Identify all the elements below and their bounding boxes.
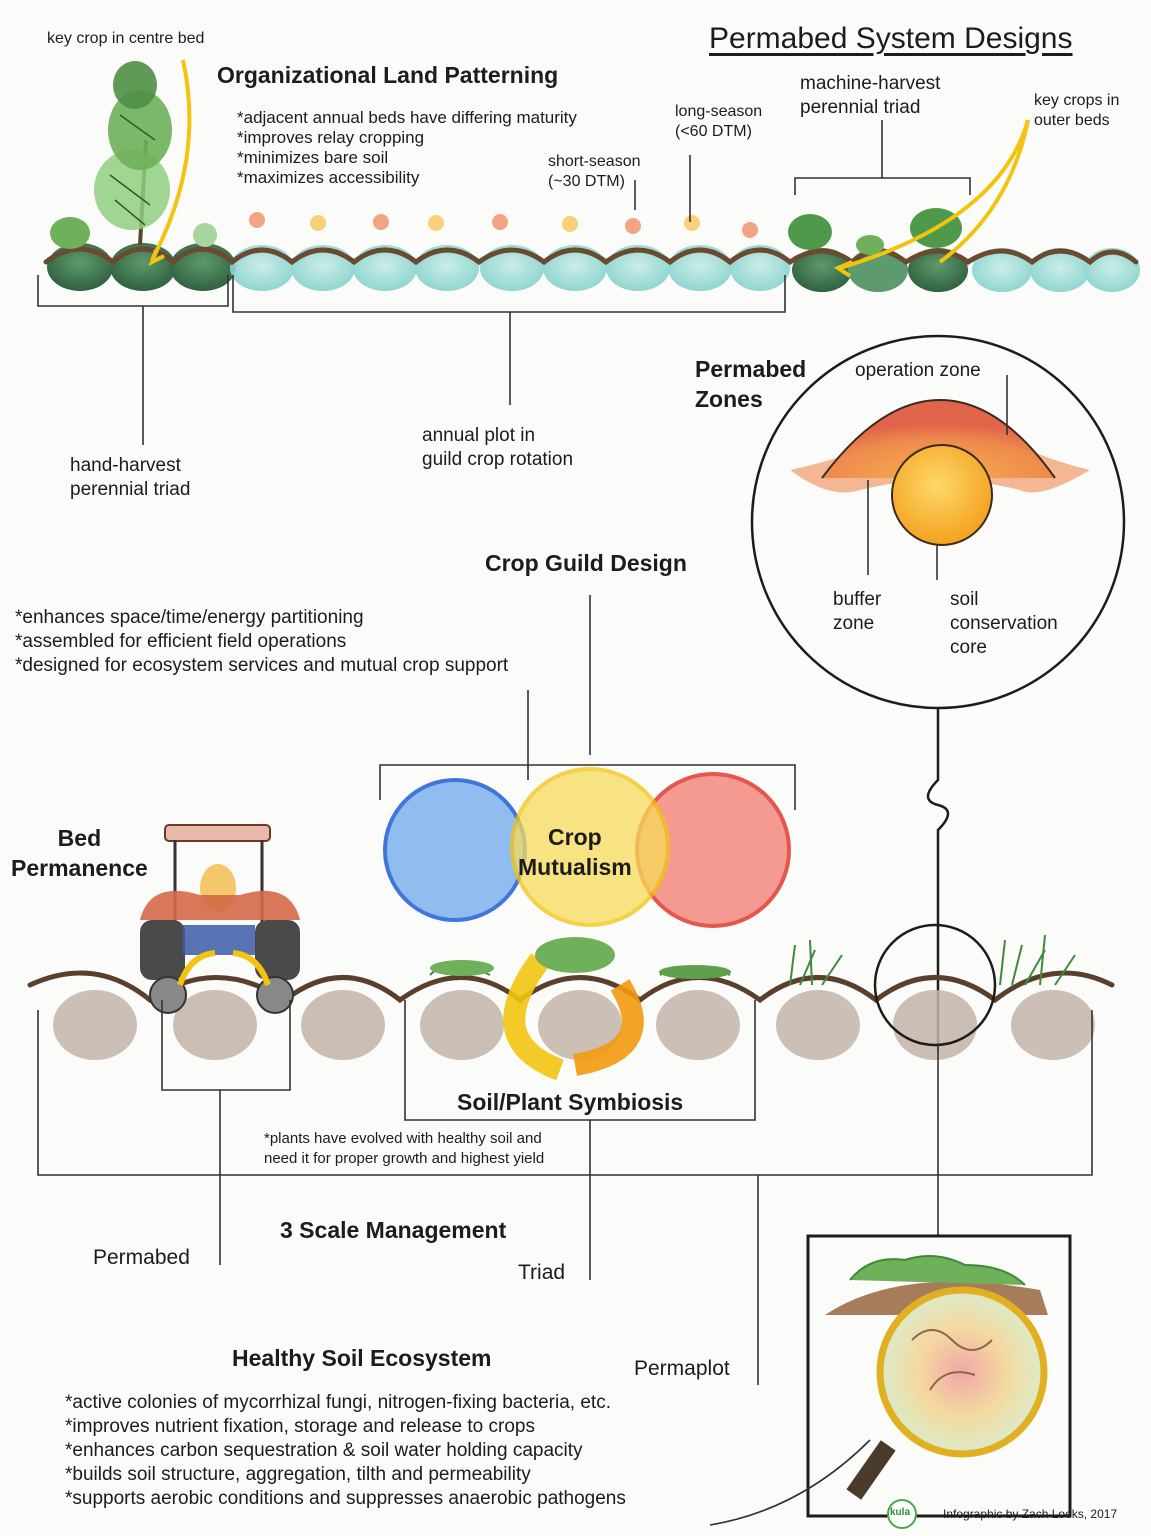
bed-cross-section bbox=[656, 990, 740, 1060]
bed-cross-section bbox=[1011, 990, 1095, 1060]
short-season-dot bbox=[492, 214, 508, 230]
annual-bed bbox=[668, 245, 732, 291]
scale-permaplot-label: Permaplot bbox=[634, 1357, 730, 1380]
venn-blue bbox=[383, 778, 527, 922]
annual-bed bbox=[353, 245, 417, 291]
lower-bed-row bbox=[27, 923, 1115, 1081]
soil-line bbox=[27, 970, 1115, 1004]
bed-cross-section bbox=[173, 990, 257, 1060]
land-patterning-heading: Organizational Land Patterning bbox=[217, 62, 559, 88]
buffer-zone-label: buffer zone bbox=[833, 589, 882, 634]
tractor-icon bbox=[140, 824, 300, 1014]
short-season-dot bbox=[249, 212, 265, 228]
short-season-label: short-season (~30 DTM) bbox=[548, 153, 641, 190]
hand-harvest-label: hand-harvest perennial triad bbox=[70, 455, 191, 500]
long-season-label: long-season (<60 DTM) bbox=[675, 103, 763, 140]
venn-yellow bbox=[510, 767, 670, 927]
annual-bed bbox=[972, 248, 1032, 292]
key-crop-arrow bbox=[150, 59, 192, 261]
symbiosis-arrow bbox=[572, 979, 644, 1076]
bed-cross-section bbox=[301, 990, 385, 1060]
perennial-bed bbox=[792, 248, 852, 292]
crop-mutualism-label: Crop Mutualism bbox=[518, 824, 632, 880]
key-crops-outer-label: key crops in outer beds bbox=[1034, 92, 1120, 129]
bed-cross-section bbox=[776, 990, 860, 1060]
scale-brackets bbox=[37, 1000, 1093, 1385]
annual-bed bbox=[1030, 248, 1090, 292]
page-title: Permabed System Designs bbox=[709, 22, 1073, 55]
short-season-dot bbox=[373, 214, 389, 230]
symbiosis-arrow bbox=[503, 953, 565, 1081]
annual-bed bbox=[291, 245, 355, 291]
zones-heading: Permabed Zones bbox=[695, 356, 807, 412]
kula-logo-text: kula bbox=[890, 1507, 911, 1518]
short-season-dot bbox=[742, 222, 758, 238]
tree-icon bbox=[94, 61, 172, 246]
operation-zone-label: operation zone bbox=[855, 360, 981, 381]
crop-guild-heading: Crop Guild Design bbox=[485, 550, 687, 576]
triad-magnify-circle bbox=[873, 923, 997, 1047]
key-crop-centre-label: key crop in centre bed bbox=[47, 30, 205, 47]
crop-guild-notes: *enhances space/time/energy partitioning… bbox=[15, 607, 509, 676]
scale-triad-label: Triad bbox=[518, 1261, 566, 1284]
crop-guild-venn bbox=[379, 595, 796, 928]
long-season-dot bbox=[684, 215, 700, 231]
symbiosis-note: *plants have evolved with healthy soil a… bbox=[264, 1130, 545, 1167]
credit-text: Infographic by Zach Loeks, 2017 bbox=[943, 1507, 1118, 1521]
annual-bed bbox=[230, 245, 294, 291]
soil-notes: *active colonies of mycorrhizal fungi, n… bbox=[65, 1392, 626, 1509]
kula-logo bbox=[887, 1499, 917, 1529]
scale-heading: 3 Scale Management bbox=[280, 1217, 507, 1243]
long-season-dot bbox=[428, 215, 444, 231]
annual-bed bbox=[415, 245, 479, 291]
bed-cross-section bbox=[53, 990, 137, 1060]
top-bed-row bbox=[43, 59, 1140, 292]
permaplot-magnifier bbox=[709, 1234, 1072, 1526]
zones-circle bbox=[750, 334, 1126, 1050]
soil-core-label: soil conservation core bbox=[950, 589, 1058, 658]
key-crops-arrow bbox=[839, 119, 1030, 270]
annual-plot-label: annual plot in guild crop rotation bbox=[422, 425, 574, 470]
land-patterning-notes: *adjacent annual beds have differing mat… bbox=[237, 108, 577, 187]
annual-bed bbox=[543, 245, 607, 291]
long-season-dot bbox=[562, 216, 578, 232]
bed-cross-section bbox=[420, 990, 504, 1060]
long-season-dot bbox=[310, 215, 326, 231]
scale-permabed-label: Permabed bbox=[93, 1246, 190, 1269]
soil-line bbox=[43, 246, 1139, 266]
machine-harvest-label: machine-harvest perennial triad bbox=[800, 73, 941, 118]
soil-heading: Healthy Soil Ecosystem bbox=[232, 1345, 492, 1371]
top-brackets bbox=[37, 120, 971, 445]
bed-cross-section bbox=[893, 990, 977, 1060]
symbiosis-heading: Soil/Plant Symbiosis bbox=[457, 1089, 684, 1115]
annual-bed bbox=[480, 245, 544, 291]
annual-bed bbox=[606, 245, 670, 291]
annual-bed bbox=[730, 245, 790, 291]
short-season-dot bbox=[625, 218, 641, 234]
bed-permanence-heading: Bed Permanence bbox=[11, 825, 148, 881]
bed-cross-section bbox=[538, 990, 622, 1060]
perennial-bed bbox=[908, 248, 968, 292]
